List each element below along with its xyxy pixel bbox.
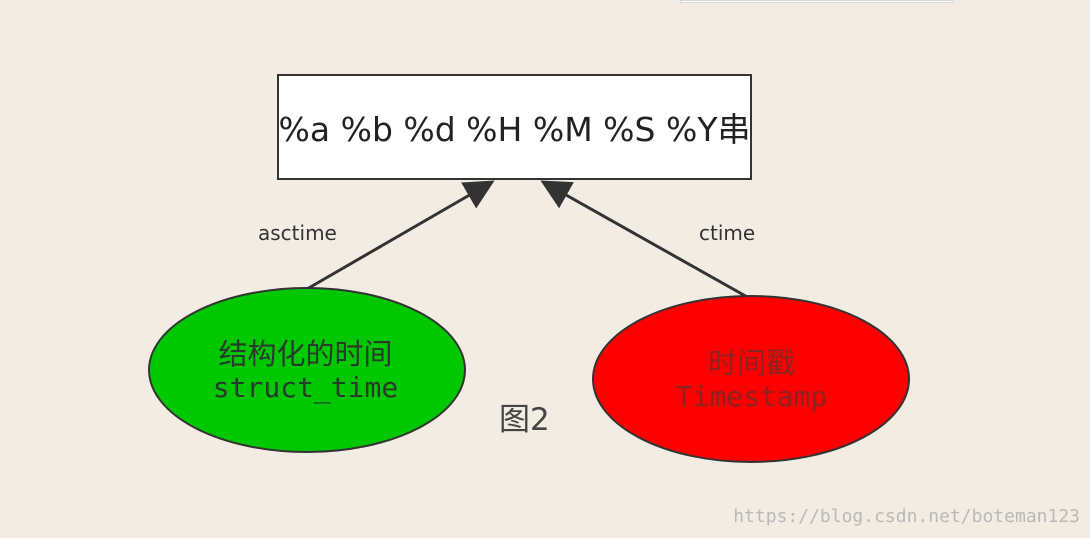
top-decoration [680,0,954,3]
watermark-text: https://blog.csdn.net/boteman123 [733,506,1080,527]
asctime-label: asctime [258,221,337,245]
figure-label: 图2 [499,402,550,438]
format-string-text: %a %b %d %H %M %S %Y串 [278,110,751,149]
ctime-label: ctime [699,221,756,245]
format-string-node: %a %b %d %H %M %S %Y串 [277,74,752,180]
timestamp-node [592,295,910,463]
ctime-arrow [540,180,750,300]
struct-time-node [148,287,466,453]
asctime-arrow [306,180,495,291]
